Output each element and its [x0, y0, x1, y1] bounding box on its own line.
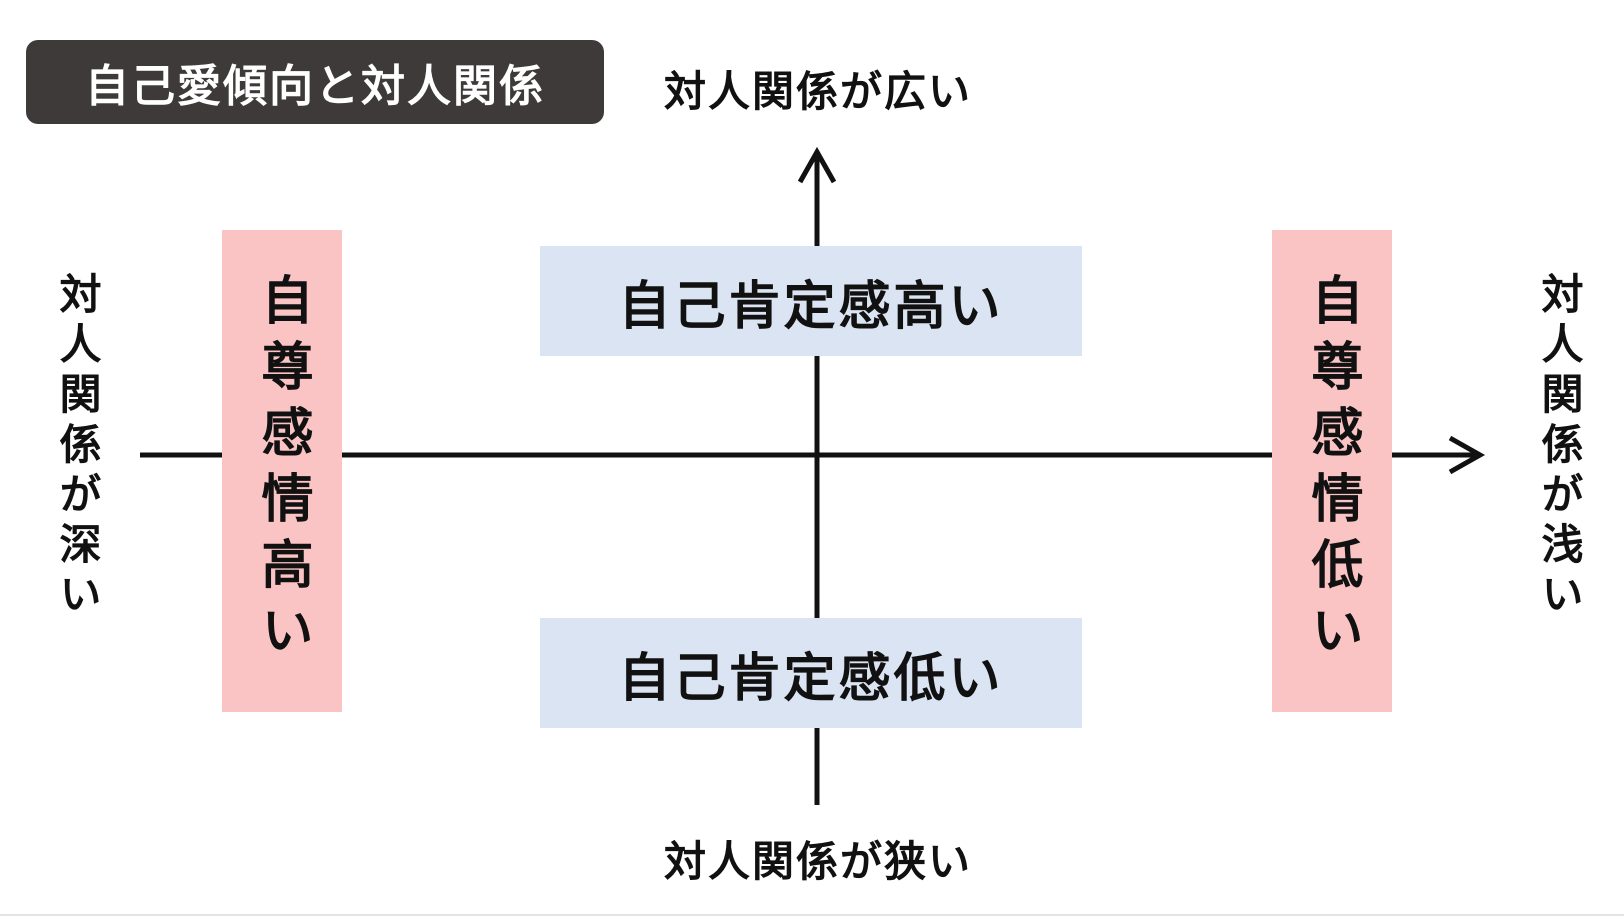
quadrant-label-right: 自尊感情低い: [1302, 273, 1362, 669]
diagram-title: 自己愛傾向と対人関係: [26, 40, 604, 124]
quadrant-box-right: 自尊感情低い: [1272, 230, 1392, 712]
quadrant-label-left: 自尊感情高い: [252, 273, 312, 669]
quadrant-box-left: 自尊感情高い: [222, 230, 342, 712]
up-arrow-icon: [797, 146, 837, 184]
axis-label-right: 対人関係が浅い: [1535, 272, 1584, 622]
right-arrow-icon: [1448, 435, 1486, 475]
axis-label-bottom: 対人関係が狭い: [663, 837, 972, 886]
axis-label-top: 対人関係が広い: [663, 67, 972, 116]
quadrant-label-top: 自己肯定感高い: [540, 246, 1082, 356]
axis-label-left: 対人関係が深い: [53, 272, 102, 622]
bottom-divider: [0, 914, 1624, 916]
quadrant-label-bottom: 自己肯定感低い: [540, 618, 1082, 728]
